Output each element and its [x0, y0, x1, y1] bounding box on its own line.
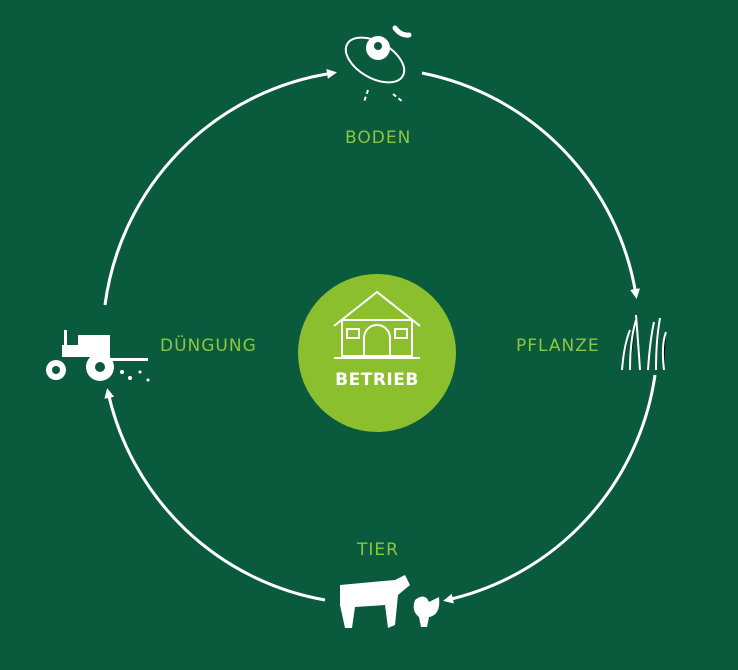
arrow-tier-to-duengung — [104, 388, 326, 602]
center-label: BETRIEB — [335, 370, 419, 390]
node-label-pflanze: PFLANZE — [516, 336, 600, 356]
node-label-boden: BODEN — [345, 128, 412, 148]
arrow-pflanze-to-tier — [443, 374, 657, 604]
node-label-tier: TIER — [357, 540, 399, 560]
cow-chicken-icon — [340, 575, 440, 628]
center-node-betrieb: BETRIEB — [298, 274, 456, 432]
soil-organism-icon — [344, 25, 412, 103]
arrow-duengung-to-boden — [103, 68, 337, 306]
grass-icon — [621, 314, 667, 371]
barn-icon — [333, 290, 421, 359]
node-label-duengung: DÜNGUNG — [160, 336, 257, 356]
tractor-icon — [46, 330, 150, 382]
arrow-boden-to-pflanze — [421, 71, 640, 299]
